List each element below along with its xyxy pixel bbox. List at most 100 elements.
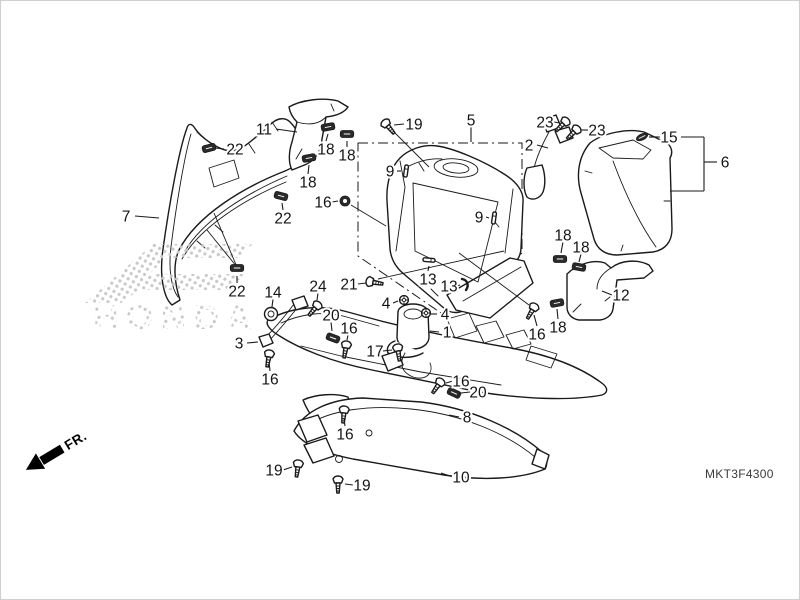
honda-wing-mark bbox=[85, 244, 253, 303]
callout-label-15[interactable]: 15 bbox=[658, 128, 679, 149]
screw-icon bbox=[263, 349, 276, 368]
callout-label-22[interactable]: 22 bbox=[226, 282, 247, 303]
part-5-front-cowl bbox=[386, 144, 534, 319]
callout-leader-line bbox=[440, 472, 454, 478]
screw-icon bbox=[431, 377, 446, 395]
callout-leader-line bbox=[330, 321, 333, 332]
callout-label-12[interactable]: 12 bbox=[610, 286, 631, 307]
callout-leader-line bbox=[485, 216, 490, 219]
clip-icon bbox=[571, 262, 587, 272]
callout-leader-line bbox=[601, 290, 613, 296]
callout-leader-line bbox=[246, 341, 259, 344]
callout-label-13[interactable]: 13 bbox=[438, 277, 459, 298]
assembly-line bbox=[213, 212, 238, 268]
assembly-line bbox=[206, 229, 238, 268]
callout-label-23[interactable]: 23 bbox=[586, 121, 607, 142]
pin-icon bbox=[422, 257, 436, 263]
callout-leader-line bbox=[536, 144, 549, 149]
callout-label-16[interactable]: 16 bbox=[259, 370, 280, 391]
callout-label-5[interactable]: 5 bbox=[465, 111, 478, 132]
clip-icon bbox=[301, 153, 317, 163]
callout-leader-line bbox=[392, 300, 399, 304]
clip-oval-icon bbox=[636, 132, 648, 142]
callout-label-8[interactable]: 8 bbox=[461, 408, 474, 429]
callout-label-17[interactable]: 17 bbox=[364, 342, 385, 363]
grommet-ring-icon bbox=[263, 306, 279, 322]
part-12-bracket bbox=[566, 260, 654, 321]
callout-label-16[interactable]: 16 bbox=[334, 425, 355, 446]
callout-label-4[interactable]: 4 bbox=[380, 294, 393, 315]
callout-label-18[interactable]: 18 bbox=[315, 140, 336, 161]
callout-label-13[interactable]: 13 bbox=[417, 270, 438, 291]
callout-label-1[interactable]: 1 bbox=[441, 323, 454, 344]
callout-label-4[interactable]: 4 bbox=[439, 305, 452, 326]
clip-icon bbox=[549, 298, 565, 308]
callout-label-11[interactable]: 11 bbox=[254, 120, 274, 141]
callout-label-9[interactable]: 9 bbox=[384, 162, 397, 183]
callout-label-3[interactable]: 3 bbox=[233, 334, 246, 355]
callout-leader-line bbox=[429, 330, 440, 333]
callout-label-6[interactable]: 6 bbox=[719, 153, 732, 174]
grommet-small-icon bbox=[339, 195, 351, 207]
callout-label-19[interactable]: 19 bbox=[351, 476, 372, 497]
clip-icon bbox=[552, 255, 568, 263]
part-11-meter-garnish bbox=[288, 98, 349, 171]
screw-icon bbox=[340, 340, 353, 359]
callout-label-19[interactable]: 19 bbox=[403, 115, 424, 136]
callout-label-16[interactable]: 16 bbox=[312, 193, 333, 214]
callout-label-18[interactable]: 18 bbox=[547, 318, 568, 339]
callout-leader-line bbox=[307, 164, 310, 175]
bolt-top-icon bbox=[398, 294, 410, 306]
hook-icon bbox=[460, 277, 469, 292]
callout-leader-line bbox=[214, 147, 225, 150]
callout-leader-line bbox=[393, 123, 405, 126]
assembly-line bbox=[350, 204, 387, 227]
assembly-line bbox=[458, 252, 530, 306]
callout-label-18[interactable]: 18 bbox=[552, 226, 573, 247]
callout-label-18[interactable]: 18 bbox=[297, 173, 318, 194]
clip-icon bbox=[229, 264, 245, 272]
screw-icon bbox=[380, 118, 396, 135]
callout-leader-line bbox=[448, 414, 460, 418]
callout-label-18[interactable]: 18 bbox=[336, 146, 357, 167]
callout-label-20[interactable]: 20 bbox=[467, 383, 489, 404]
clip-icon bbox=[201, 142, 217, 154]
part-6-front-center-cover bbox=[577, 129, 673, 256]
callout-label-10[interactable]: 10 bbox=[450, 468, 472, 489]
part-10-lower-cover bbox=[293, 393, 550, 480]
callout-label-16[interactable]: 16 bbox=[338, 319, 359, 340]
fastener-icons bbox=[201, 116, 648, 494]
callout-leader-line bbox=[316, 292, 319, 301]
callout-leader-line bbox=[445, 380, 454, 384]
callout-label-24[interactable]: 24 bbox=[307, 277, 329, 298]
pin-icon bbox=[490, 211, 498, 225]
callout-label-22[interactable]: 22 bbox=[224, 140, 245, 161]
honda-watermark: HONDA bbox=[85, 244, 259, 337]
callout-leader-line bbox=[556, 308, 559, 320]
callout-label-21[interactable]: 21 bbox=[338, 275, 359, 296]
callout-label-22[interactable]: 22 bbox=[272, 209, 293, 230]
callout-label-7[interactable]: 7 bbox=[120, 207, 133, 228]
callout-label-16[interactable]: 16 bbox=[526, 325, 547, 346]
callout-leader-line bbox=[331, 200, 339, 203]
diagram-code: MKT3F4300 bbox=[705, 467, 774, 481]
callout-label-20[interactable]: 20 bbox=[320, 306, 342, 327]
screw-icon bbox=[292, 459, 305, 478]
part-2-key-set-cable bbox=[523, 114, 574, 200]
watermark-text: HONDA bbox=[93, 299, 259, 337]
callout-leader-line bbox=[382, 349, 393, 352]
callout-label-2[interactable]: 2 bbox=[523, 136, 536, 157]
callout-label-14[interactable]: 14 bbox=[262, 283, 284, 304]
callout-leader-line bbox=[460, 391, 471, 394]
callout-label-9[interactable]: 9 bbox=[473, 208, 486, 229]
callout-label-19[interactable]: 19 bbox=[263, 461, 284, 482]
callout-label-16[interactable]: 16 bbox=[450, 372, 471, 393]
callout-leader-line bbox=[578, 253, 582, 263]
clip-icon bbox=[325, 332, 341, 344]
callout-leader-line bbox=[456, 284, 461, 287]
callout-leader-line bbox=[553, 121, 561, 124]
callout-label-18[interactable]: 18 bbox=[570, 238, 591, 259]
screw-icon bbox=[365, 275, 384, 288]
callout-label-23[interactable]: 23 bbox=[534, 113, 555, 134]
